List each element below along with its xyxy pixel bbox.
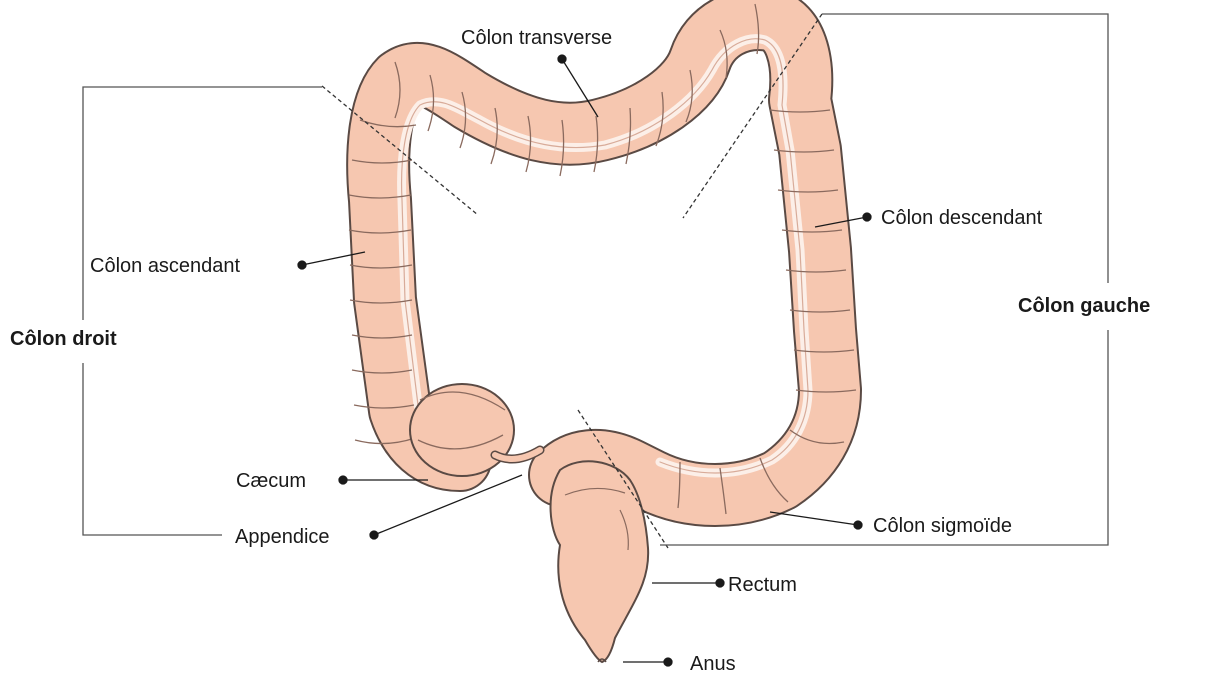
bracket-colon-droit — [83, 87, 322, 535]
rectum-shape — [551, 461, 649, 662]
label-colon-descendant: Côlon descendant — [881, 206, 1042, 230]
label-caecum: Cæcum — [236, 469, 306, 493]
label-anus: Anus — [690, 652, 736, 676]
label-rectum: Rectum — [728, 573, 797, 597]
label-appendice: Appendice — [235, 525, 330, 549]
colon-body — [349, 4, 856, 662]
label-colon-transverse: Côlon transverse — [461, 26, 612, 50]
label-colon-sigmoide: Côlon sigmoïde — [873, 514, 1012, 538]
label-colon-gauche: Côlon gauche — [1018, 294, 1150, 318]
label-colon-ascendant: Côlon ascendant — [90, 254, 240, 278]
label-colon-droit: Côlon droit — [10, 327, 117, 351]
